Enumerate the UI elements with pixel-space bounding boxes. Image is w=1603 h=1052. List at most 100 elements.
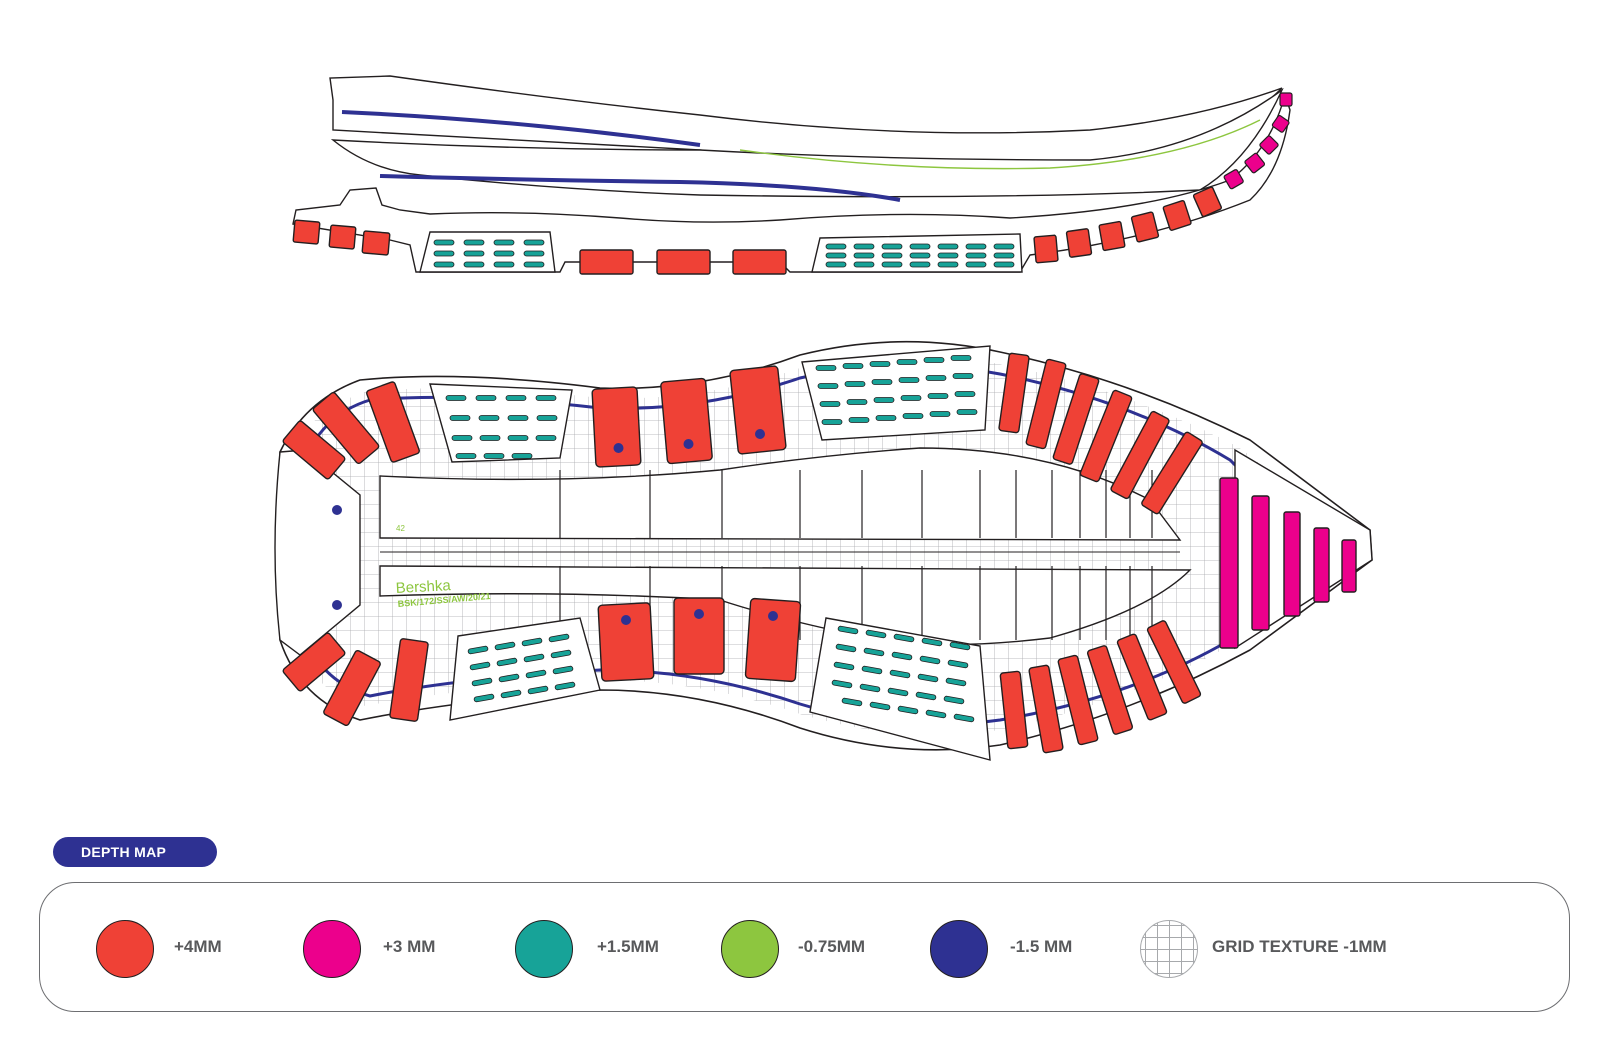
sole-brand-mark: Bershka xyxy=(395,577,451,597)
navy-dot xyxy=(332,505,342,515)
teal-dash xyxy=(949,641,971,651)
teal-dash xyxy=(900,395,922,401)
teal-dash xyxy=(925,375,947,381)
teal-dash xyxy=(881,252,903,259)
magenta-lug xyxy=(1251,495,1270,631)
teal-dash xyxy=(859,683,881,693)
red-lug xyxy=(744,597,802,683)
side-teal-panel-heel xyxy=(419,231,556,273)
teal-dash xyxy=(909,261,931,268)
teal-dash xyxy=(947,659,969,669)
red-lug xyxy=(673,597,725,675)
teal-dash xyxy=(841,697,863,707)
magenta-lug xyxy=(1313,527,1330,603)
teal-dash xyxy=(891,651,913,661)
red-lug xyxy=(1052,373,1100,465)
teal-dash xyxy=(471,677,493,687)
red-lug xyxy=(366,381,420,463)
navy-dot xyxy=(755,429,765,439)
side-midsole xyxy=(330,87,1284,198)
teal-dash xyxy=(923,357,945,363)
magenta-lugs-toe xyxy=(1219,477,1357,649)
teal-dash xyxy=(550,649,572,659)
teal-dash xyxy=(965,261,987,268)
red-lug xyxy=(1110,410,1170,500)
side-magenta-lugs xyxy=(1223,92,1293,190)
teal-dash xyxy=(523,250,545,257)
navy-dot xyxy=(332,600,342,610)
teal-dash xyxy=(523,261,545,268)
teal-dash xyxy=(929,411,951,417)
teal-dash xyxy=(925,709,947,719)
teal-dash xyxy=(433,239,455,246)
teal-dash xyxy=(965,243,987,250)
teal-dash xyxy=(950,355,972,361)
teal-dash xyxy=(483,453,505,459)
teal-dash xyxy=(507,415,529,421)
teal-dash xyxy=(523,239,545,246)
teal-dash xyxy=(467,645,489,655)
depth-map-title: DEPTH MAP xyxy=(53,837,217,867)
teal-dash xyxy=(479,435,501,441)
teal-dash xyxy=(819,401,841,407)
red-lug xyxy=(389,638,429,722)
red-lug xyxy=(1028,664,1064,754)
teal-dash xyxy=(463,250,485,257)
teal-dash xyxy=(898,377,920,383)
magenta-dot-icon xyxy=(303,920,361,978)
red-lug xyxy=(1116,633,1168,721)
teal-dash xyxy=(919,655,941,665)
teal-dash xyxy=(478,415,500,421)
legend-item: +1.5MM xyxy=(40,883,1569,1013)
navy-dot xyxy=(621,615,631,625)
teal-dash xyxy=(896,359,918,365)
teal-dash xyxy=(909,252,931,259)
navy-dot xyxy=(768,611,778,621)
teal-dash xyxy=(817,383,839,389)
teal-dash xyxy=(887,687,909,697)
teal-dash xyxy=(493,239,515,246)
teal-dash xyxy=(945,677,967,687)
teal-dash xyxy=(915,691,937,701)
red-lug xyxy=(1146,620,1202,704)
teal-dash xyxy=(821,419,843,425)
legend-label: -1.5 MM xyxy=(1010,937,1073,956)
teal-dash xyxy=(853,261,875,268)
legend-label: +4MM xyxy=(174,937,222,956)
teal-dash xyxy=(861,665,883,675)
side-upper-layer xyxy=(329,75,1283,172)
teal-dash xyxy=(965,252,987,259)
teal-dash xyxy=(909,243,931,250)
side-teal-panel-mid xyxy=(811,233,1023,273)
red-lug xyxy=(1086,645,1134,735)
teal-dash xyxy=(455,453,477,459)
teal-dash xyxy=(449,415,471,421)
teal-dash xyxy=(871,379,893,385)
red-lug xyxy=(1079,389,1133,483)
legend-item: +4MM xyxy=(40,883,1569,1013)
teal-dash xyxy=(527,685,549,695)
teal-dash xyxy=(853,243,875,250)
legend-label: +1.5MM xyxy=(597,937,659,956)
navy-dot-icon xyxy=(930,920,988,978)
teal-dash xyxy=(833,661,855,671)
teal-dot-icon xyxy=(515,920,573,978)
teal-dash xyxy=(853,252,875,259)
teal-dash xyxy=(865,629,887,639)
teal-dash xyxy=(536,415,558,421)
legend-item: -1.5 MM xyxy=(40,883,1569,1013)
teal-dash xyxy=(507,435,529,441)
red-lug xyxy=(323,649,381,727)
legend-item: GRID TEXTURE -1MM xyxy=(40,883,1569,1013)
teal-dash xyxy=(889,669,911,679)
red-lug xyxy=(597,602,655,682)
teal-dash xyxy=(473,693,495,703)
teal-dash xyxy=(475,395,497,401)
teal-dash xyxy=(953,713,975,723)
teal-dash xyxy=(493,261,515,268)
teal-dash xyxy=(943,695,965,705)
teal-dash xyxy=(927,393,949,399)
teal-dash xyxy=(433,250,455,257)
teal-panel xyxy=(449,617,601,721)
